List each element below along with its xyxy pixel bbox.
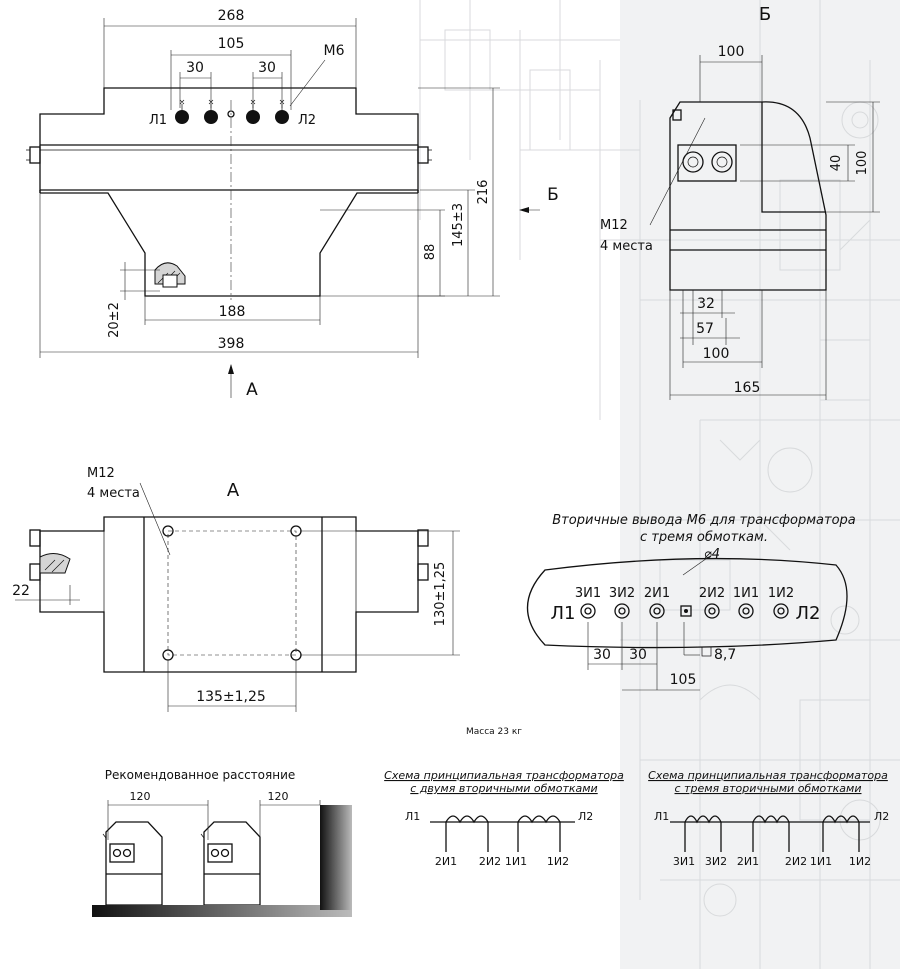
board-dim-square: 8,7 — [714, 647, 736, 663]
view-arrow-a: А — [246, 380, 258, 400]
board-dim-30a: 30 — [593, 647, 611, 663]
schema2-l2: Л2 — [578, 810, 593, 823]
bottom-view: А М12 4 места 22 130±1,25 135±1,25 — [12, 466, 460, 712]
schema3-title-1: Схема принципиальная трансформатора — [648, 769, 888, 782]
board-label-5: 1И1 — [733, 586, 759, 601]
dim-bottom-22: 22 — [12, 583, 30, 599]
dim-bottom-135: 135±1,25 — [196, 689, 266, 705]
dim-188: 188 — [219, 304, 246, 320]
thread-m6: М6 — [324, 43, 345, 59]
rec-gap-2: 120 — [268, 790, 289, 803]
schema3-label-1i1: 1И1 — [810, 855, 832, 868]
dim-side-57: 57 — [696, 321, 714, 337]
dim-216: 216 — [476, 180, 491, 205]
view-arrow-b: Б — [547, 185, 559, 205]
board-terminal-6 — [773, 603, 789, 619]
board-l1: Л1 — [551, 603, 576, 624]
board-diameter: ⌀4 — [704, 547, 720, 562]
mass-label: Масса 23 кг — [466, 727, 522, 737]
bottom-note-places: 4 места — [87, 486, 140, 501]
schema-three-windings: Схема принципиальная трансформатора с тр… — [648, 769, 889, 868]
board-dim-105: 105 — [670, 672, 697, 688]
side-note-places: 4 места — [600, 239, 653, 254]
schema3-label-3i1: 3И1 — [673, 855, 695, 868]
board-l2: Л2 — [796, 603, 821, 624]
schema2-label-1i1: 1И1 — [505, 855, 527, 868]
dim-398: 398 — [218, 336, 245, 352]
dim-30-right: 30 — [258, 60, 276, 76]
board-terminal-4 — [704, 603, 720, 619]
schema2-title-2: с двумя вторичными обмотками — [410, 782, 597, 795]
dim-side-100-top: 100 — [718, 44, 745, 60]
schema2-title-1: Схема принципиальная трансформатора — [384, 769, 624, 782]
dim-30-left: 30 — [186, 60, 204, 76]
board-label-4: 2И2 — [699, 586, 725, 601]
schema3-label-2i1: 2И1 — [737, 855, 759, 868]
dim-side-165: 165 — [734, 380, 761, 396]
schema3-l1: Л1 — [654, 810, 669, 823]
side-view: Б 100 40 100 32 57 100 165 М12 4 места — [600, 4, 880, 400]
schema-two-windings: Схема принципиальная трансформатора с дв… — [384, 769, 624, 868]
terminal-l1: Л1 — [149, 113, 167, 128]
side-view-label: Б — [759, 4, 771, 25]
dim-145: 145±3 — [451, 203, 466, 247]
schema3-label-1i2: 1И2 — [849, 855, 871, 868]
schema2-label-1i2: 1И2 — [547, 855, 569, 868]
board-label-1: 3И1 — [575, 586, 601, 601]
board-dim-30b: 30 — [629, 647, 647, 663]
dim-88: 88 — [423, 244, 438, 261]
terminal-board: Вторичные выводa М6 для трансформатора с… — [526, 513, 856, 691]
dim-side-100-bottom: 100 — [703, 346, 730, 362]
board-title-1: Вторичные выводa М6 для трансформатора — [552, 513, 856, 528]
schema3-label-2i2: 2И2 — [785, 855, 807, 868]
schema3-title-2: с тремя вторичными обмотками — [675, 782, 862, 795]
recommended-title: Рекомендованное расстояние — [105, 768, 296, 782]
board-terminal-3 — [649, 603, 665, 619]
bottom-note-m12: М12 — [87, 466, 115, 481]
schema2-label-2i2: 2И2 — [479, 855, 501, 868]
rec-gap-1: 120 — [130, 790, 151, 803]
terminal-l2: Л2 — [298, 113, 316, 128]
schema3-label-3i2: 3И2 — [705, 855, 727, 868]
dim-side-32: 32 — [697, 296, 715, 312]
board-label-3: 2И1 — [644, 586, 670, 601]
side-note-m12: М12 — [600, 218, 628, 233]
dim-268: 268 — [218, 8, 245, 24]
front-view: 268 105 30 30 М6 216 145±3 88 188 398 20… — [26, 8, 559, 400]
board-terminal-1 — [580, 603, 596, 619]
bottom-view-label: А — [227, 480, 240, 501]
schema2-label-2i1: 2И1 — [435, 855, 457, 868]
dim-20: 20±2 — [107, 302, 122, 338]
board-title-2: с тремя обмоткам. — [640, 530, 768, 545]
board-label-2: 3И2 — [609, 586, 635, 601]
board-label-6: 1И2 — [768, 586, 794, 601]
schema3-l2: Л2 — [874, 810, 889, 823]
dim-side-100-right: 100 — [855, 151, 870, 176]
dim-105: 105 — [218, 36, 245, 52]
board-terminal-5 — [738, 603, 754, 619]
board-terminal-2 — [614, 603, 630, 619]
dim-bottom-130: 130±1,25 — [433, 562, 448, 627]
dim-side-40: 40 — [829, 155, 844, 172]
schema2-l1: Л1 — [405, 810, 420, 823]
recommended-distance: Рекомендованное расстояние 120 120 — [92, 768, 352, 917]
